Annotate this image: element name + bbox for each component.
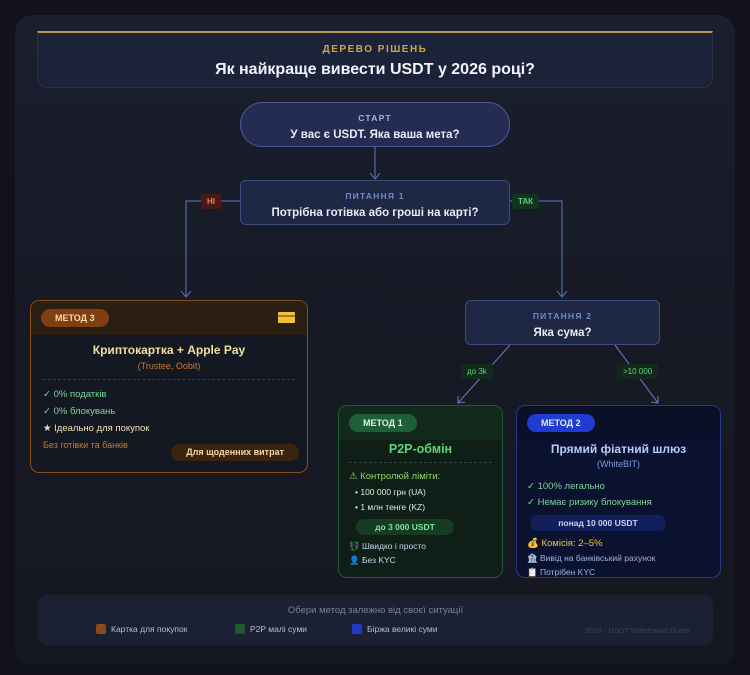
method-3-card: МЕТОД 3 Криптокартка + Apple Pay (Truste… xyxy=(30,300,308,473)
legend-item-p2p: P2P малі суми xyxy=(235,624,307,634)
method-2-badge: МЕТОД 2 xyxy=(527,414,595,432)
method-3-benefit: ✓ 0% блокувань xyxy=(43,406,116,417)
page-title: Як найкраще вивести USDT у 2026 році? xyxy=(215,61,535,78)
feature-text: Швидко і просто xyxy=(361,541,426,551)
legend-swatch-blue xyxy=(352,624,362,634)
legend-label: Біржа великі суми xyxy=(367,624,438,634)
method-1-badge: МЕТОД 1 xyxy=(349,414,417,432)
method-1-title: P2P-обмін xyxy=(388,442,453,456)
method-1-warning: ⚠ Контролюй ліміти: xyxy=(349,471,441,482)
question-1-node: ПИТАННЯ 1 Потрібна готівка або гроші на … xyxy=(240,180,510,225)
method-2-header: МЕТОД 2 xyxy=(517,406,720,440)
legend-swatch-orange xyxy=(96,624,106,634)
legend-label: P2P малі суми xyxy=(250,624,308,634)
method-2-subtitle: (WhiteBIT) xyxy=(596,459,640,469)
method-2-fee: 💰 Комісія: 2–5% xyxy=(517,536,720,551)
method-2-feature: 🏦 Вивід на банківський рахунок xyxy=(517,551,720,565)
bank-icon: 🏦 xyxy=(527,553,538,563)
yes-branch-label: ТАК xyxy=(512,194,540,209)
legend-swatch-green xyxy=(235,624,245,634)
start-label: СТАРТ xyxy=(358,113,392,123)
method-3-subtitle: (Trustee, Oobit) xyxy=(137,361,201,371)
method-1-feature: 👤 Без KYC xyxy=(339,553,502,567)
method-1-header: МЕТОД 1 xyxy=(339,406,502,440)
method-1-limit: • 1 млн тенге (KZ) xyxy=(355,502,426,512)
method-2-card: МЕТОД 2 Прямий фіатний шлюз (WhiteBIT) ✓… xyxy=(516,405,721,578)
user-icon: 👤 xyxy=(349,555,360,565)
method-1-limit: • 100 000 грн (UA) xyxy=(355,487,426,497)
divider xyxy=(349,462,492,463)
method-3-header: МЕТОД 3 xyxy=(31,301,307,335)
method-3-highlight: ★ Ідеально для покупок xyxy=(43,423,150,434)
method-1-feature: 💱 Швидко і просто xyxy=(339,539,502,553)
small-amount-branch-label: до 3k xyxy=(461,364,493,379)
method-3-benefit: ✓ 0% податків xyxy=(43,389,107,400)
header-panel: ДЕРЕВО РІШЕНЬ Як найкраще вивести USDT у… xyxy=(37,31,713,88)
method-2-benefit: ✓ 100% легально xyxy=(527,481,605,492)
clipboard-icon: 📋 xyxy=(527,567,538,577)
footer-legend-panel: Обери метод залежно від своєї ситуації К… xyxy=(38,595,713,645)
question-2-node: ПИТАННЯ 2 Яка сума? xyxy=(465,300,660,345)
legend-item-card: Картка для покупок xyxy=(96,624,187,634)
question-1-label: ПИТАННЯ 1 xyxy=(345,191,405,201)
divider xyxy=(43,379,295,380)
footer-caption: Обери метод залежно від своєї ситуації xyxy=(287,605,464,616)
method-3-badge: МЕТОД 3 xyxy=(41,309,109,327)
method-2-feature: 📋 Потрібен KYC xyxy=(517,565,720,577)
money-bag-icon: 💰 xyxy=(527,538,539,549)
credit-card-icon xyxy=(278,312,295,323)
method-1-amount-pill: до 3 000 USDT xyxy=(356,519,454,535)
legend-item-exchange: Біржа великі суми xyxy=(352,624,438,634)
method-3-note: Без готівки та банків xyxy=(43,440,128,450)
feature-text: Без KYC xyxy=(361,555,396,565)
question-2-text: Яка сума? xyxy=(533,327,592,339)
method-2-amount-pill: понад 10 000 USDT xyxy=(531,515,665,531)
question-2-label: ПИТАННЯ 2 xyxy=(532,311,593,321)
no-branch-label: НІ xyxy=(201,194,221,209)
method-1-card: МЕТОД 1 P2P-обмін ⚠ Контролюй ліміти: • … xyxy=(338,405,503,578)
start-node: СТАРТ У вас є USDT. Яка ваша мета? xyxy=(240,102,510,147)
method-3-title: Криптокартка + Apple Pay xyxy=(92,343,246,357)
legend-label: Картка для покупок xyxy=(111,624,188,634)
method-2-benefit: ✓ Немає ризику блокування xyxy=(527,497,652,508)
large-amount-branch-label: >10 000 xyxy=(617,364,659,379)
footer-credit: 2026 · USDT Withdrawal Guide xyxy=(585,626,690,635)
feature-text: Вивід на банківський рахунок xyxy=(539,553,656,563)
method-2-title: Прямий фіатний шлюз xyxy=(550,442,687,456)
header-kicker: ДЕРЕВО РІШЕНЬ xyxy=(322,44,428,55)
start-question: У вас є USDT. Яка ваша мета? xyxy=(290,129,460,141)
exchange-icon: 💱 xyxy=(349,541,360,551)
question-1-text: Потрібна готівка або гроші на карті? xyxy=(271,207,479,219)
fee-text: Комісія: 2–5% xyxy=(541,538,603,549)
method-3-use-case-pill: Для щоденних витрат xyxy=(171,444,299,461)
feature-text: Потрібен KYC xyxy=(539,567,596,577)
